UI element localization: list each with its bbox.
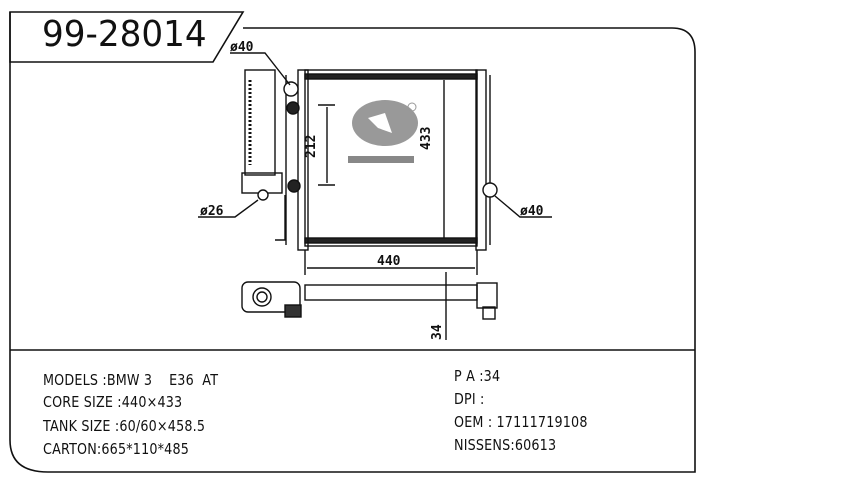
part-number: 99-28014: [42, 14, 207, 55]
brand-logo: [348, 100, 418, 163]
spec-core-size: CORE SIZE :440×433: [43, 393, 183, 411]
spec-models: MODELS :BMW 3 E36 AT: [43, 371, 219, 389]
spec-pa: P A :34: [454, 367, 501, 385]
radiator-top-view: [241, 281, 498, 320]
radiator-front-view: [198, 52, 552, 340]
spec-tank-size: TANK SIZE :60/60×458.5: [43, 417, 206, 435]
spec-carton: CARTON:665*110*485: [43, 440, 190, 458]
dim-core-width: 440: [377, 254, 401, 269]
dim-port-spacing: 212: [304, 134, 319, 158]
dim-outlet-diameter: ø40: [520, 204, 544, 219]
dim-core-height: 433: [419, 126, 434, 150]
spec-dpi: DPI :: [454, 390, 485, 408]
spec-nissens: NISSENS:60613: [454, 436, 557, 454]
dim-core-thickness: 34: [430, 324, 445, 340]
dim-inlet-diameter: ø40: [230, 40, 254, 55]
spec-oem: OEM : 17111719108: [454, 413, 588, 431]
dim-small-port-diameter: ø26: [200, 204, 224, 219]
